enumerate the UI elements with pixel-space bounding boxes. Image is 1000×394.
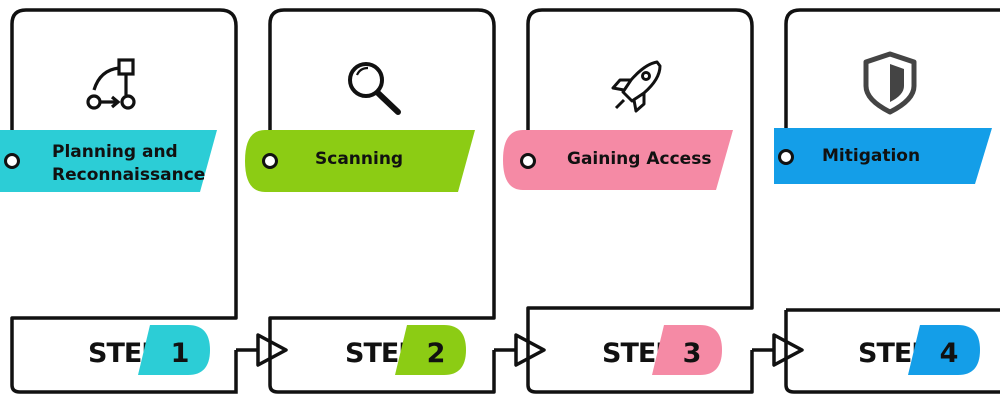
connector-arrow-2 [494, 333, 546, 367]
step-1-number: 1 [171, 338, 190, 369]
step-1-title-banner [0, 130, 217, 192]
workflow-icon-square [117, 58, 135, 76]
workflow-icon-arc [92, 66, 120, 91]
connector-arrow-3 [752, 333, 804, 367]
step-2-connector-dot [262, 153, 278, 169]
step-1-outline [10, 8, 238, 385]
step-3-outline [526, 8, 754, 394]
workflow-icon [86, 58, 136, 110]
step-3-number-badge [652, 325, 722, 375]
magnifier-icon-handle [375, 90, 401, 115]
rocket-icon-window [641, 71, 651, 81]
step-3-card: Gaining Access STEP 3 [503, 8, 754, 394]
workflow-icon-node-right [120, 94, 136, 110]
magnifier-icon-glint [355, 66, 369, 76]
rocket-icon [611, 60, 662, 113]
shield-icon-half [890, 64, 904, 102]
rocket-icon-body [621, 60, 662, 103]
shield-icon-outline [863, 51, 917, 115]
step-4-title: Mitigation [822, 146, 920, 166]
rocket-icon-fin-left [611, 78, 631, 92]
step-3-number: 3 [683, 338, 702, 369]
workflow-icon-node-left [86, 94, 102, 110]
step-1-title-line-2: Reconnaissance [52, 165, 205, 185]
step-1-bottom-edge [10, 350, 238, 394]
step-2-number-badge [395, 325, 466, 375]
step-2-title-banner [245, 130, 475, 192]
rocket-icon-flame [614, 98, 626, 110]
step-4-title-banner [774, 128, 992, 184]
step-4-card: Mitigation STEP 4 [774, 8, 1000, 394]
step-2-card: Scanning STEP 2 [245, 8, 496, 394]
rocket-icon-fin-right [632, 93, 646, 113]
step-2-outline [268, 8, 496, 394]
step-1-title: Planning and Reconnaissance [52, 142, 205, 185]
step-1-title-line-1: Planning and [52, 142, 178, 162]
step-4-number-badge [908, 325, 980, 375]
step-4-number: 4 [940, 338, 959, 369]
shield-icon [863, 51, 917, 115]
step-1-number-badge [138, 325, 210, 375]
step-4-outline [784, 8, 1000, 394]
magnifier-icon [348, 62, 401, 115]
step-2-number: 2 [427, 338, 446, 369]
step-3-connector-dot [520, 153, 536, 169]
step-1-card: Planning and Reconnaissance STEP 1 [0, 8, 238, 394]
step-3-title: Gaining Access [567, 149, 711, 169]
step-2-title: Scanning [315, 149, 403, 169]
step-4-connector-dot [778, 149, 794, 165]
connector-arrow-1 [236, 333, 288, 367]
workflow-icon-arrow [100, 95, 121, 109]
step-3-title-banner [503, 130, 733, 190]
magnifier-icon-lens [348, 62, 384, 98]
step-1-connector-dot [4, 153, 20, 169]
